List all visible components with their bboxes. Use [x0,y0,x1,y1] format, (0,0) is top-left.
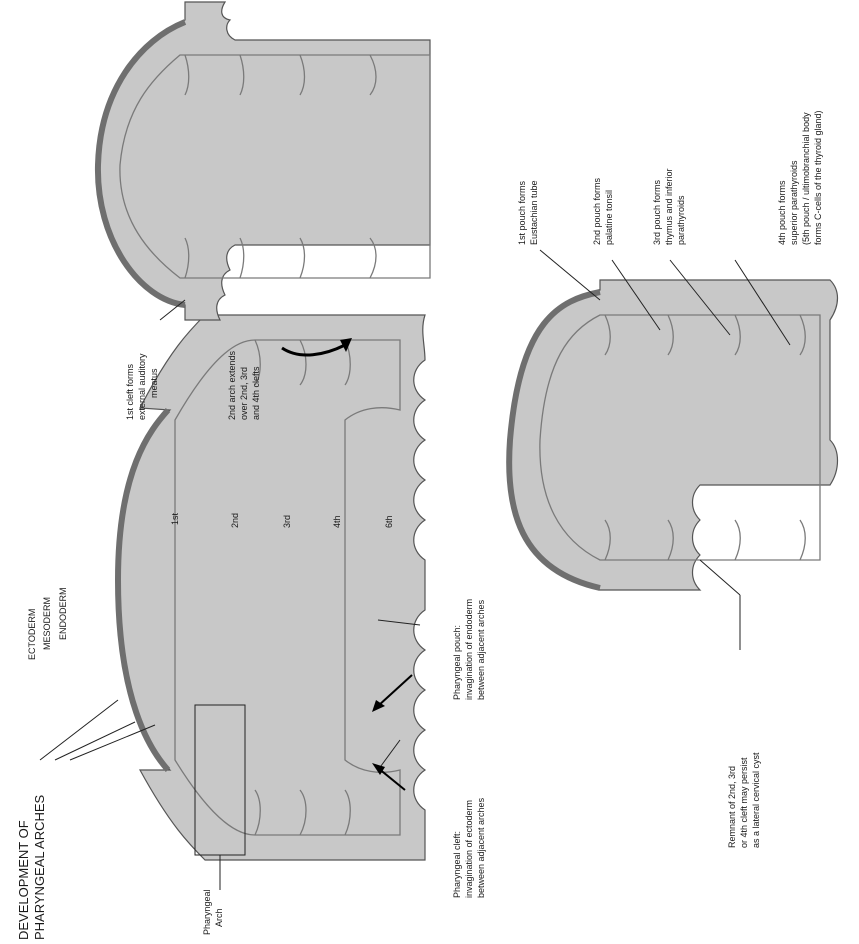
svg-text:between adjacent arches: between adjacent arches [476,599,486,700]
arch-label-6th: 6th [384,515,394,528]
svg-text:parathyroids: parathyroids [676,195,686,245]
svg-text:4th pouch forms: 4th pouch forms [777,180,787,245]
arch-label-4th: 4th [332,515,342,528]
arch-label-2nd: 2nd [230,513,240,528]
arch-label-3rd: 3rd [282,515,292,528]
pharyngeal-arch-label: Pharyngeal Arch [202,889,224,935]
third-pouch-label: 3rd pouch forms thymus and inferior para… [652,168,686,245]
svg-text:Pharyngeal cleft:: Pharyngeal cleft: [452,831,462,898]
svg-text:Remnant of 2nd, 3rd: Remnant of 2nd, 3rd [727,766,737,848]
svg-text:external auditory: external auditory [137,353,147,420]
remnant-cleft-label: Remnant of 2nd, 3rd or 4th cleft may per… [727,752,761,848]
svg-text:1st pouch forms: 1st pouch forms [517,180,527,245]
svg-text:and 4th clefts: and 4th clefts [251,366,261,420]
basic-arches-tissue [120,315,425,860]
derivatives-panel [509,280,837,590]
second-pouch-label: 2nd pouch forms palatine tonsil [592,177,614,245]
endoderm-label: ENDODERM [58,587,68,640]
basic-arches-panel [118,315,425,860]
title-line-2: PHARYNGEAL ARCHES [32,794,47,940]
pharyngeal-cleft-label: Pharyngeal cleft: invagination of ectode… [452,797,486,898]
fourth-pouch-label: 4th pouch forms superior parathyroids (5… [777,110,823,245]
title-group: DEVELOPMENT OF PHARYNGEAL ARCHES [16,794,47,940]
svg-text:superior parathyroids: superior parathyroids [789,160,799,245]
svg-text:thymus and inferior: thymus and inferior [664,168,674,245]
svg-text:or 4th cleft may persist: or 4th cleft may persist [739,757,749,848]
svg-text:palatine tonsil: palatine tonsil [604,190,614,245]
first-pouch-label: 1st pouch forms Eustachian tube [517,180,539,245]
svg-text:Arch: Arch [214,908,224,927]
cleft-development-panel [98,2,430,320]
svg-text:1st cleft forms: 1st cleft forms [125,363,135,420]
svg-text:between adjacent arches: between adjacent arches [476,797,486,898]
germ-layer-labels: ECTODERM MESODERM ENDODERM [27,587,68,660]
svg-text:(5th pouch / ultimobranchial b: (5th pouch / ultimobranchial body [801,112,811,245]
mesoderm-label: MESODERM [42,597,52,650]
cleft-panel-tissue [98,2,430,320]
first-cleft-label: 1st cleft forms external auditory meatus [125,353,159,420]
svg-text:Eustachian tube: Eustachian tube [529,180,539,245]
pharyngeal-pouch-label: Pharyngeal pouch: invagination of endode… [452,599,486,700]
svg-text:as a lateral cervical cyst: as a lateral cervical cyst [751,752,761,848]
svg-text:invagination of ectoderm: invagination of ectoderm [464,800,474,898]
svg-text:Pharyngeal: Pharyngeal [202,889,212,935]
svg-text:forms C-cells of the thyroid g: forms C-cells of the thyroid gland) [813,110,823,245]
svg-text:invagination of endoderm: invagination of endoderm [464,599,474,700]
ectoderm-label: ECTODERM [27,609,37,660]
svg-text:Pharyngeal pouch:: Pharyngeal pouch: [452,625,462,700]
svg-text:meatus: meatus [149,368,159,398]
arch-label-1st: 1st [170,512,180,525]
svg-text:2nd arch extends: 2nd arch extends [227,350,237,420]
svg-text:2nd pouch forms: 2nd pouch forms [592,177,602,245]
title-line-1: DEVELOPMENT OF [16,820,31,940]
svg-text:3rd pouch forms: 3rd pouch forms [652,179,662,245]
svg-text:over 2nd, 3rd: over 2nd, 3rd [239,367,249,420]
